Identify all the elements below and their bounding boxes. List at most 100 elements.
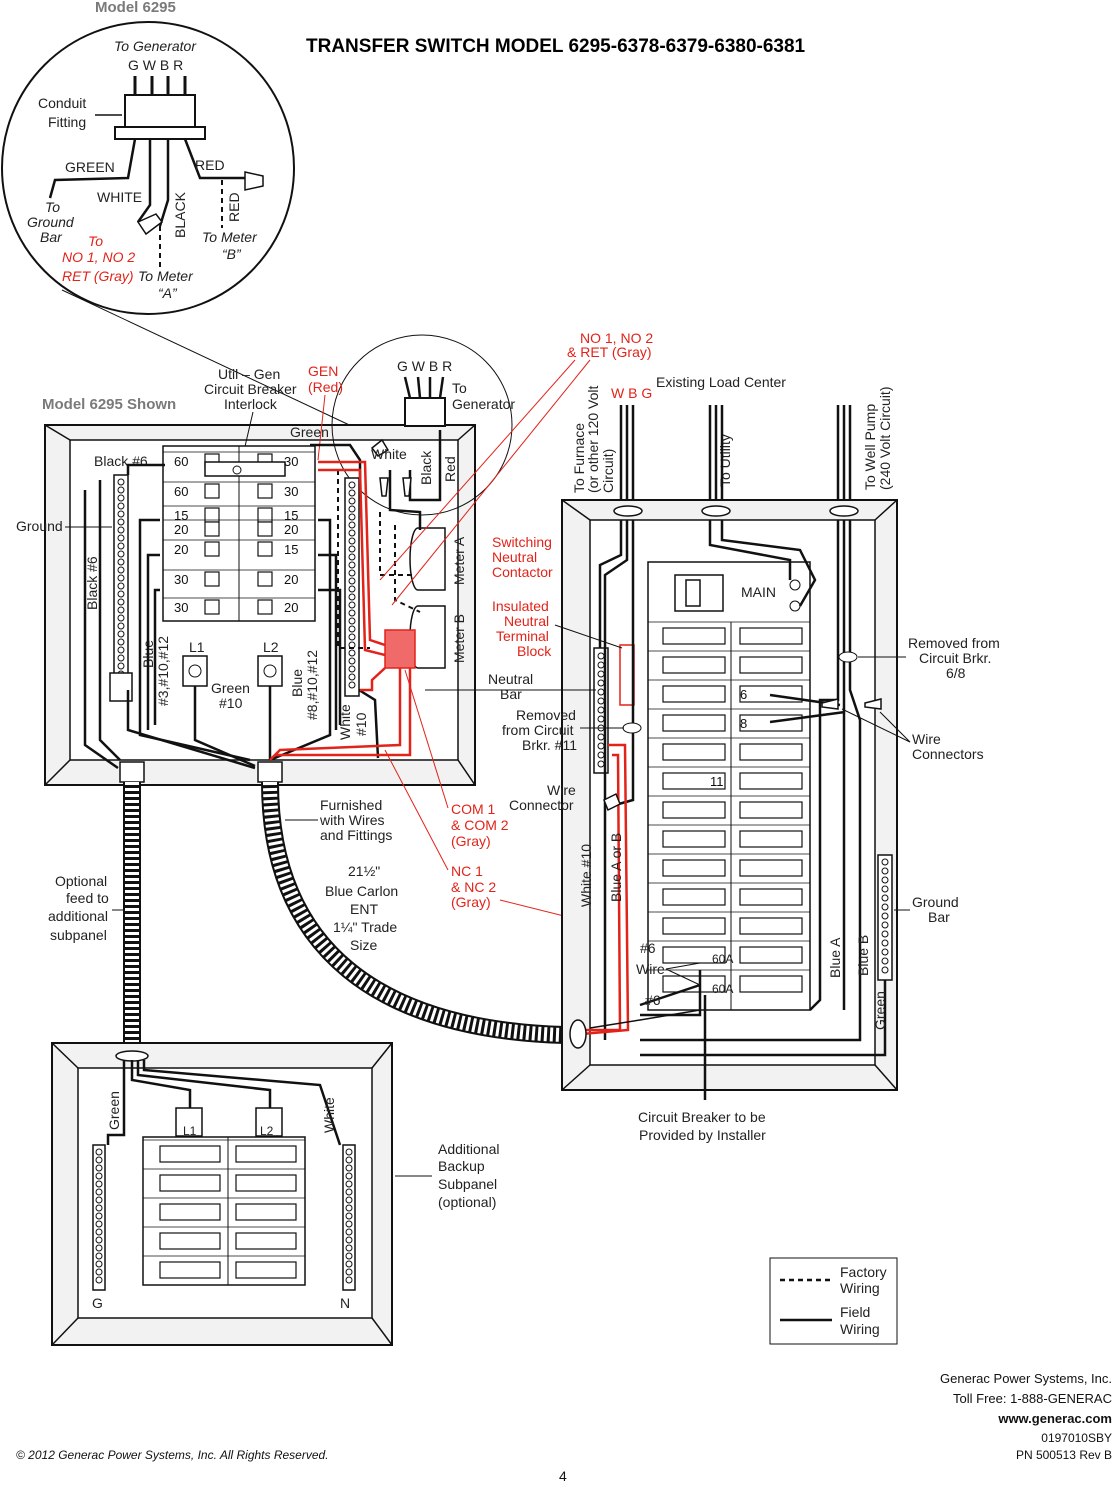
lc-blue-b: Blue B [855,935,871,976]
gen-red-1: GEN [308,363,338,379]
lc-breaker-slot [662,685,726,703]
footer-company: Generac Power Systems, Inc. [940,1371,1112,1386]
removed11-3: Brkr. #11 [522,737,577,753]
lc-breaker-slot [739,946,803,964]
wire6-2: Wire [636,961,665,977]
inset-to-meter-b-1: To Meter [202,229,258,245]
lc-breaker-slot [662,801,726,819]
sub-neutral-bar [342,1144,356,1291]
optional-3: additional [48,908,108,924]
generator-callout-circle [331,334,513,516]
inset-conduit-body [124,94,196,128]
sub-breaker-slot [235,1232,297,1250]
switch-field-wiring [83,430,442,770]
com-3: (Gray) [451,833,491,849]
meter-a-label: Meter A [451,536,467,585]
sub-g: G [92,1295,103,1311]
carlon-3: ENT [350,901,378,917]
carlon-4: 1¼" Trade [333,919,397,935]
footer-pn: PN 500513 Rev B [1015,1448,1112,1462]
breaker-rating-left: 20 [174,542,188,557]
legend-box [769,1257,898,1345]
breaker-rating-right: 20 [284,522,298,537]
inset-fitting: Fitting [48,114,86,130]
nc-1: NC 1 [451,863,483,879]
lc-blue-ab: Blue A or B [608,833,624,902]
carlon-1: 21½" [348,863,380,879]
lc-breaker-slot [662,772,726,790]
legend-factory-1: Factory [840,1264,887,1280]
lc-breaker-slot [662,627,726,645]
furnished-1: Furnished [320,797,382,813]
transfer-switch-panel: Model 6295 Shown G W B R To Generator Ut… [16,334,515,786]
lc-furnace-3: Circuit) [600,449,616,493]
lc-furnace-1: To Furnace [571,423,587,493]
lc-breaker-slot [739,772,803,790]
inset-red: RED [195,157,225,173]
ground-bar-left [113,474,129,694]
breaker-toggle [204,483,220,499]
footer-url[interactable]: www.generac.com [998,1411,1112,1426]
sub-ground-bar [92,1144,106,1291]
com-2: & COM 2 [451,817,509,833]
flex-conduits [123,781,566,1045]
lug-l1 [182,655,208,687]
wire-nut-icon [379,477,389,497]
neutral-bar-switch [344,477,360,697]
lc-breaker-slot [662,946,726,964]
lc-existing: Existing Load Center [656,374,786,390]
white10-2: #10 [353,712,369,736]
lc-white10: White #10 [578,844,594,907]
lc-breaker-slot [739,859,803,877]
sw-white: White [371,446,407,462]
legend-field-1: Field [840,1304,870,1320]
model-shown-label: Model 6295 Shown [42,396,176,413]
lc-well-1: To Well Pump [862,404,878,490]
wire-nut-icon [402,477,412,497]
footer-code: 0197010SBY [1041,1431,1112,1445]
furnished-3: and Fittings [320,827,392,843]
wire6-1: #6 [640,940,656,956]
util-gen-1: Util – Gen [218,366,280,382]
inset-to-ground-2: Ground [27,214,75,230]
sw-black: Black [418,450,434,485]
brk-11: 11 [710,774,724,789]
breaker-toggle [204,521,220,537]
blue-right-2: #8,#10,#12 [304,650,320,720]
footer-copyright: © 2012 Generac Power Systems, Inc. All R… [16,1448,329,1462]
ground-label: Ground [16,518,63,534]
lc-breaker-slot [662,859,726,877]
sub-white: White [321,1097,337,1133]
inset-to-meter-a-2: “A” [158,285,178,301]
lc-breaker-slot [662,888,726,906]
breaker-rating-right: 30 [284,454,298,469]
sw-to-gen-1: To [452,380,467,396]
brk-60a-2: 60A [712,982,733,996]
inset-ret-gray: RET (Gray) [62,268,134,284]
inset-to-ground-1: To [45,199,60,215]
inset-to-meter-b-2: “B” [222,246,242,262]
breaker-toggle [257,599,273,615]
lc-utility: To Utility [717,434,733,487]
wire6-3: #6 [645,992,661,1008]
insulated-3: Terminal [496,628,549,644]
green10-1: Green [211,680,250,696]
sw-gwbr: G W B R [397,358,452,374]
lc-breaker-slot [739,830,803,848]
sub-breaker-slot [235,1145,297,1163]
sub-breaker-slot [159,1203,221,1221]
blue-left-2: #3,#10,#12 [155,636,171,706]
sub-lug-l1 [175,1107,203,1137]
sub-breaker-slot [159,1261,221,1279]
lc-blue-a: Blue A [827,937,843,978]
legend: Factory Wiring Field Wiring [769,1257,898,1345]
load-center: NO 1, NO 2 & RET (Gray) W B G Existing L… [425,330,1000,1143]
inset-gwbr: G W B R [128,57,183,73]
blue-right-1: Blue [289,669,305,697]
sw-to-gen-2: Generator [452,396,515,412]
optional-4: subpanel [50,927,107,943]
breaker-toggle [257,483,273,499]
ground-bar-1: Ground [912,894,959,910]
lc-furnace-2: (or other 120 Volt [585,385,601,493]
